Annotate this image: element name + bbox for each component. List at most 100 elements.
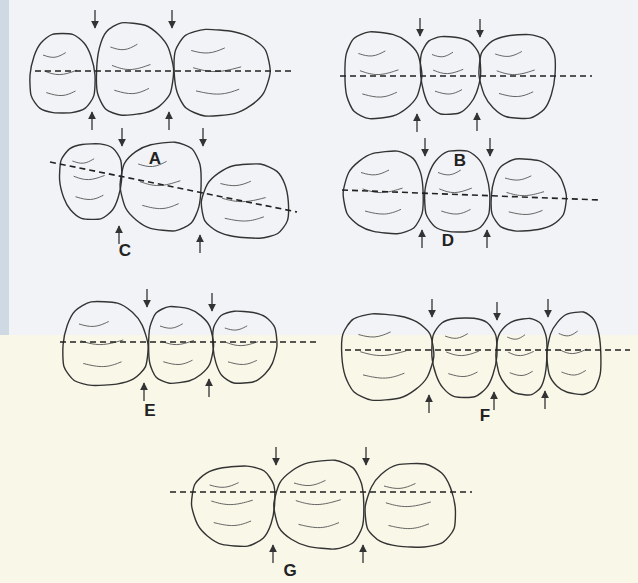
fissure-line <box>510 371 533 375</box>
fissure-line <box>509 210 543 214</box>
fissure-line <box>507 192 545 196</box>
figure-letter: F <box>480 407 490 424</box>
fissure-line <box>433 69 463 73</box>
contact-arrow <box>547 299 548 317</box>
tooth-row <box>340 18 592 132</box>
fissure-line <box>365 209 401 214</box>
contact-line <box>50 162 297 212</box>
contact-line <box>60 341 318 343</box>
contact-arrow <box>94 10 95 28</box>
fissure-line <box>560 349 587 354</box>
tooth-outline <box>30 34 95 113</box>
figure-letter: E <box>144 402 155 419</box>
contact-arrow <box>476 113 477 131</box>
tooth-outline <box>120 142 201 231</box>
fissure-line <box>508 351 533 355</box>
contact-line <box>170 491 472 493</box>
contact-arrow <box>171 10 172 28</box>
fissure-line <box>445 334 468 339</box>
fissure-line <box>497 70 535 75</box>
figure-letter: G <box>283 562 296 579</box>
fissure-line <box>507 335 525 340</box>
fissure-line <box>559 331 578 336</box>
tooth-outline <box>491 159 566 231</box>
fissure-line <box>294 480 326 485</box>
fissure-line <box>112 64 151 69</box>
page-ground <box>0 0 638 335</box>
tooth-row <box>50 128 297 253</box>
contact-arrow <box>272 545 273 563</box>
fissure-line <box>210 483 239 488</box>
contact-arrow <box>275 447 276 465</box>
tooth-outline <box>496 318 547 395</box>
fissure-line <box>562 370 586 375</box>
contact-arrow <box>496 302 497 320</box>
fissure-line <box>228 360 257 364</box>
page-ground <box>0 335 638 583</box>
contact-arrow <box>365 447 366 465</box>
fissure-line <box>114 88 149 93</box>
contact-line <box>345 349 630 351</box>
fissure-line <box>225 217 264 221</box>
tooth-outline <box>342 314 434 401</box>
fissure-line <box>505 176 531 180</box>
contact-arrow <box>419 18 420 36</box>
contact-line <box>35 70 292 72</box>
tooth-outline <box>63 302 148 386</box>
contact-arrow <box>211 293 212 311</box>
contact-arrow <box>479 19 480 37</box>
fissure-line <box>225 326 247 330</box>
tooth-outline <box>192 466 275 546</box>
tooth-outline <box>365 463 455 547</box>
contact-arrow <box>544 391 545 409</box>
fissure-line <box>161 340 194 344</box>
contact-arrow <box>121 128 122 146</box>
figure-letter: B <box>454 152 466 169</box>
fissure-line <box>448 372 477 377</box>
contact-arrow <box>208 379 209 397</box>
tooth-outline <box>432 318 497 397</box>
contact-arrow <box>143 383 144 401</box>
fissure-line <box>79 321 109 326</box>
tooth-row <box>30 10 292 130</box>
fissure-line <box>211 500 253 504</box>
fissure-line <box>389 524 430 529</box>
fissure-line <box>110 44 137 49</box>
tooth-outline <box>60 144 122 220</box>
contact-arrow <box>493 392 494 410</box>
figure-letter: A <box>149 150 161 167</box>
contact-arrow <box>489 138 490 156</box>
tooth-outline <box>425 151 490 233</box>
fissure-line <box>214 521 251 526</box>
fissure-line <box>362 92 397 97</box>
contact-arrow <box>431 299 432 317</box>
fissure-line <box>142 204 178 209</box>
fissure-line <box>299 523 340 528</box>
fissure-line <box>83 362 121 367</box>
tooth-row <box>170 447 472 563</box>
contact-arrow <box>486 230 487 248</box>
contact-arrow <box>199 235 200 253</box>
fissure-line <box>384 483 416 488</box>
tooth-outline <box>97 23 174 116</box>
contact-arrow <box>416 114 417 132</box>
tooth-outline <box>201 164 288 238</box>
contact-arrow <box>428 395 429 413</box>
contact-arrow <box>362 545 363 563</box>
fissure-line <box>386 502 431 507</box>
tooth-outline <box>174 29 270 116</box>
tooth-row <box>342 138 600 248</box>
fissure-line <box>360 70 399 75</box>
fissure-line <box>446 351 479 355</box>
contact-arrow <box>168 112 169 130</box>
fissure-line <box>363 373 404 378</box>
tooth-outline <box>274 460 364 549</box>
fissure-line <box>358 51 385 56</box>
figure-letter: C <box>119 242 131 259</box>
fissure-line <box>296 500 341 505</box>
fissure-line <box>435 90 462 94</box>
fissure-line <box>163 360 192 364</box>
tooth-outline <box>149 306 214 383</box>
fissure-line <box>72 159 94 164</box>
